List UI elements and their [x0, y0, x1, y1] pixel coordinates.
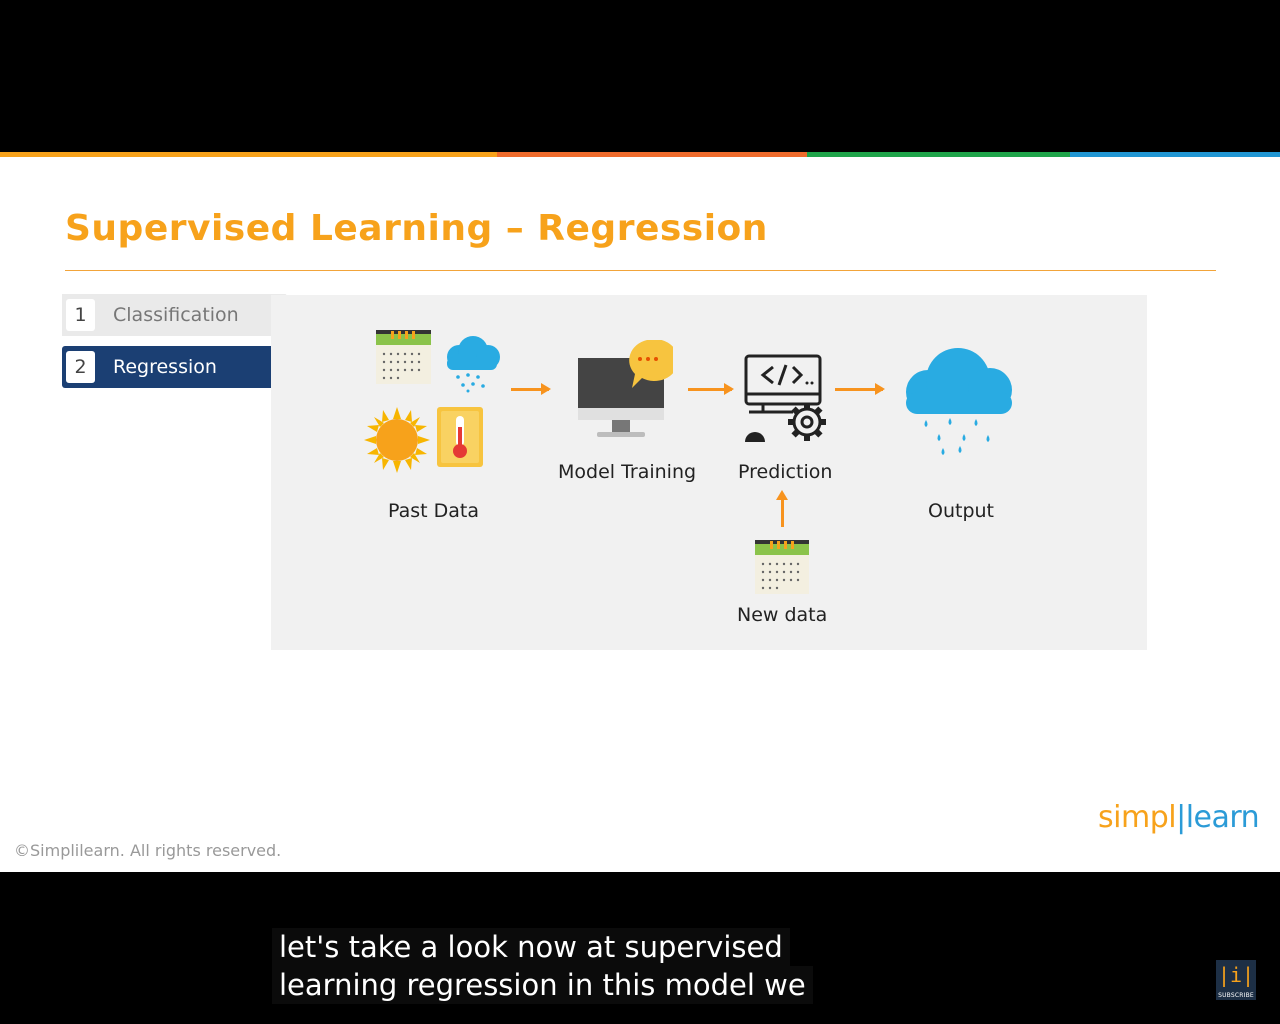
arrow-past-to-training — [511, 383, 551, 395]
copyright-text: ©Simplilearn. All rights reserved. — [14, 841, 282, 860]
caption-line: let's take a look now at supervised — [272, 928, 790, 966]
arrow-prediction-to-output — [835, 383, 885, 395]
slide: Supervised Learning – Regression 1 Class… — [0, 152, 1280, 872]
caption-line: learning regression in this model we — [272, 966, 813, 1004]
simplilearn-logo: simpl|learn — [1098, 800, 1260, 835]
output-label: Output — [928, 500, 994, 522]
calendar-icon — [755, 540, 809, 594]
brand-mark-icon: |i| — [1217, 963, 1255, 987]
subtitle-caption: let's take a look now at supervised lear… — [272, 928, 813, 1004]
new-data-label: New data — [737, 604, 828, 626]
past-data-label: Past Data — [388, 500, 480, 522]
arrow-newdata-to-prediction — [776, 490, 788, 527]
code-computer-gear-icon — [744, 354, 826, 442]
calendar-icon — [376, 330, 431, 384]
tab-label: Classification — [113, 304, 239, 326]
subscribe-label: SUBSCRIBE — [1218, 992, 1254, 999]
tab-number: 2 — [66, 351, 95, 383]
prediction-label: Prediction — [738, 461, 833, 483]
monitor-chat-icon — [578, 340, 673, 437]
rain-cloud-icon — [906, 348, 1012, 455]
title-divider — [65, 270, 1216, 271]
tab-number: 1 — [66, 299, 95, 331]
tab-classification[interactable]: 1 Classification — [62, 294, 305, 336]
model-training-label: Model Training — [558, 461, 697, 483]
slide-title: Supervised Learning – Regression — [65, 208, 768, 249]
letterbox-top — [0, 0, 1280, 152]
brand-part2: learn — [1185, 800, 1260, 835]
subscribe-button[interactable]: |i| SUBSCRIBE — [1216, 960, 1256, 1000]
rain-cloud-icon — [447, 336, 500, 393]
arrow-training-to-prediction — [688, 383, 734, 395]
sun-icon — [364, 407, 430, 473]
brand-part1: simpl — [1098, 800, 1177, 835]
thermometer-icon — [437, 407, 483, 467]
color-bar — [0, 152, 1280, 157]
tab-regression[interactable]: 2 Regression — [62, 346, 305, 388]
tab-label: Regression — [113, 356, 217, 378]
